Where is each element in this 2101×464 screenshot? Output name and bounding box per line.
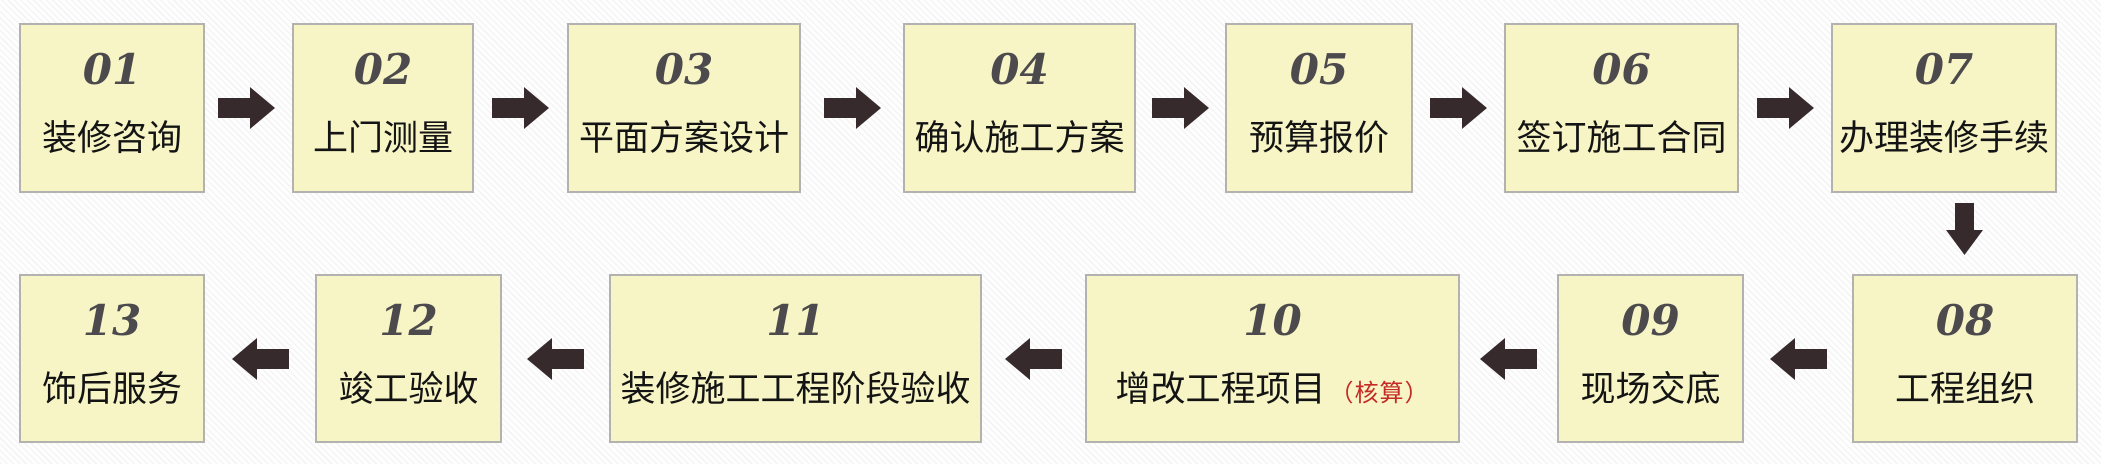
step-box-04: 04 确认施工方案 xyxy=(903,23,1136,193)
step-box-01: 01 装修咨询 xyxy=(19,23,205,193)
step-box-10: 10 增改工程项目 （核算） xyxy=(1085,274,1460,443)
arrow-right-icon xyxy=(218,87,275,129)
step-label: 装修施工工程阶段验收 xyxy=(620,370,971,409)
step-label: 工程组织 xyxy=(1894,370,2035,409)
step-number: 09 xyxy=(1621,296,1680,345)
step-number: 13 xyxy=(82,296,142,345)
step-number: 08 xyxy=(1935,296,1995,345)
step-box-11: 11 装修施工工程阶段验收 xyxy=(609,274,982,443)
step-box-12: 12 竣工验收 xyxy=(315,274,502,443)
step-box-08: 08 工程组织 xyxy=(1852,274,2078,443)
arrow-right-icon xyxy=(1430,87,1487,129)
step-box-02: 02 上门测量 xyxy=(292,23,474,193)
step-label: 饰后服务 xyxy=(41,370,182,409)
step-number: 04 xyxy=(990,45,1049,94)
step-label: 上门测量 xyxy=(312,119,453,158)
arrow-right-icon xyxy=(492,87,549,129)
step-number: 11 xyxy=(766,296,825,345)
step-number: 10 xyxy=(1243,296,1302,345)
step-box-05: 05 预算报价 xyxy=(1225,23,1413,193)
step-label-note: （核算） xyxy=(1329,380,1430,407)
step-box-06: 06 签订施工合同 xyxy=(1504,23,1739,193)
step-box-13: 13 饰后服务 xyxy=(19,274,205,443)
arrow-down-icon xyxy=(1946,203,1983,255)
step-number: 02 xyxy=(353,45,413,94)
step-number: 06 xyxy=(1592,45,1651,94)
step-label: 装修咨询 xyxy=(41,119,182,158)
arrow-left-icon xyxy=(1480,338,1537,380)
arrow-left-icon xyxy=(527,338,584,380)
step-label: 签订施工合同 xyxy=(1516,119,1727,158)
step-number: 01 xyxy=(82,45,142,94)
step-number: 12 xyxy=(379,296,438,345)
step-number: 05 xyxy=(1289,45,1349,94)
step-label: 确认施工方案 xyxy=(914,119,1125,158)
step-label: 预算报价 xyxy=(1248,119,1389,158)
step-number: 07 xyxy=(1914,45,1974,94)
step-number: 03 xyxy=(654,45,714,94)
arrow-right-icon xyxy=(824,87,881,129)
step-box-09: 09 现场交底 xyxy=(1557,274,1744,443)
arrow-right-icon xyxy=(1757,87,1814,129)
arrow-left-icon xyxy=(232,338,289,380)
arrow-right-icon xyxy=(1152,87,1209,129)
step-box-07: 07 办理装修手续 xyxy=(1831,23,2057,193)
arrow-left-icon xyxy=(1770,338,1827,380)
step-label: 平面方案设计 xyxy=(578,119,789,158)
step-label: 办理装修手续 xyxy=(1838,119,2049,158)
step-label: 现场交底 xyxy=(1580,370,1721,409)
arrow-left-icon xyxy=(1005,338,1062,380)
step-label-main: 增改工程项目 xyxy=(1115,370,1326,409)
step-label: 增改工程项目 （核算） xyxy=(1115,368,1429,416)
step-label: 竣工验收 xyxy=(338,370,479,409)
step-box-03: 03 平面方案设计 xyxy=(567,23,801,193)
